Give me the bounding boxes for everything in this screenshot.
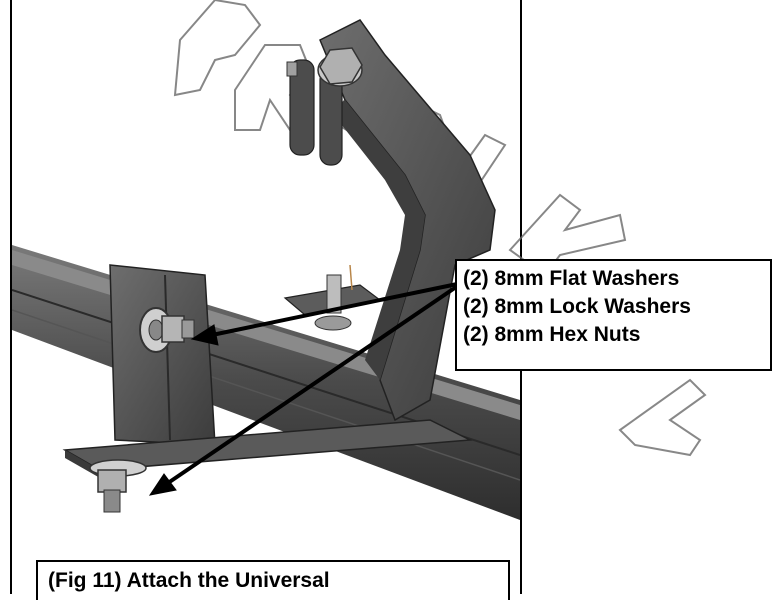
pointer-arrows — [148, 281, 464, 496]
upright-bracket — [286, 19, 496, 422]
callout-flat-washers: (2) 8mm Flat Washers — [463, 267, 680, 290]
callout-lock-washers: (2) 8mm Lock Washers — [463, 295, 691, 318]
hardware-callout: (2) 8mm Flat Washers (2) 8mm Lock Washer… — [455, 259, 772, 371]
side-bolt — [139, 307, 195, 353]
bottom-bolt — [89, 459, 147, 513]
center-post — [283, 264, 382, 331]
figure-caption: (Fig 11) Attach the Universal — [36, 560, 510, 600]
caption-text: (Fig 11) Attach the Universal — [48, 569, 330, 592]
mount-plate — [109, 264, 216, 446]
callout-hex-nuts: (2) 8mm Hex Nuts — [463, 323, 641, 346]
